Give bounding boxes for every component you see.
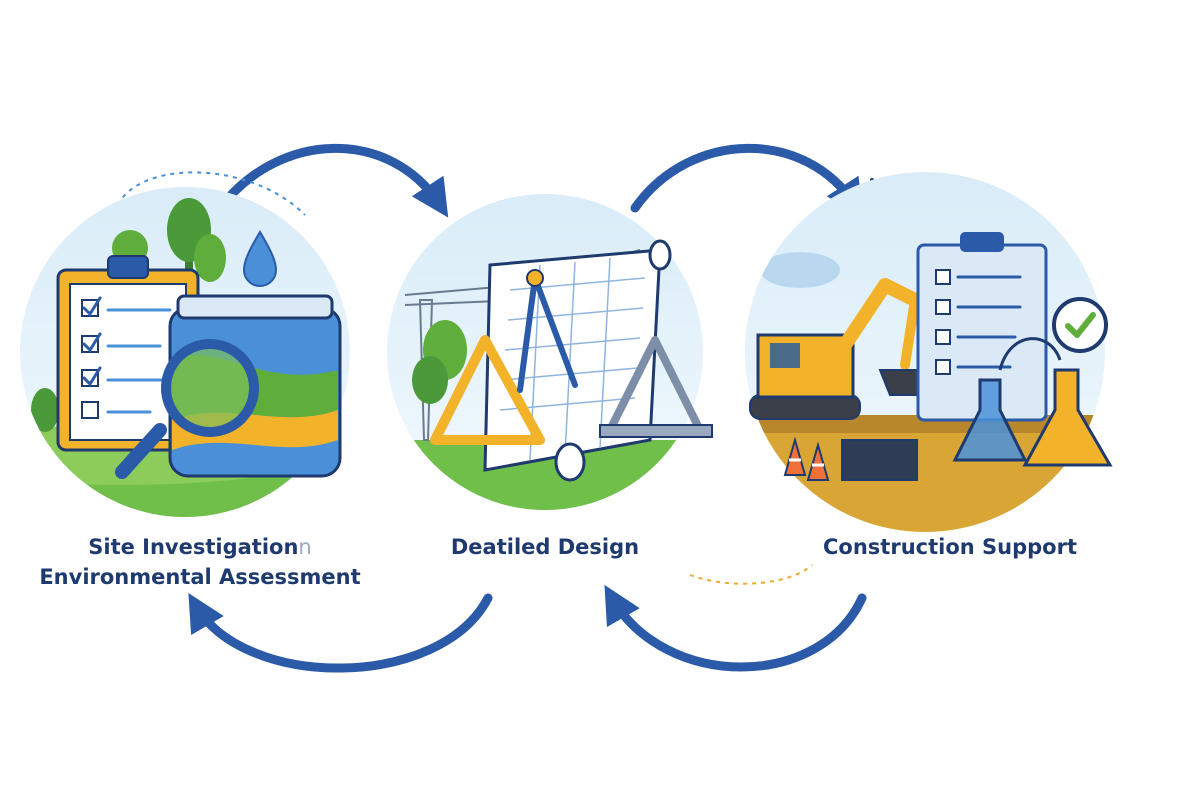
step-1-label-ghost-text: n bbox=[298, 535, 312, 559]
arrow-step2-to-step3 bbox=[630, 143, 864, 218]
triangle-ruler-icon bbox=[430, 335, 713, 445]
step-3-label: Construction Support bbox=[823, 535, 1077, 559]
dotted-connector-top bbox=[117, 171, 306, 216]
step-1-label-line2: Environmental Assessment bbox=[39, 565, 361, 589]
cycle-arrows bbox=[117, 143, 874, 673]
tree-icon bbox=[31, 198, 226, 432]
drafting-compass-icon bbox=[517, 269, 578, 393]
lab-flask-icon bbox=[952, 337, 1113, 467]
step-2-label: Deatiled Design bbox=[450, 535, 640, 559]
step-1-illustration bbox=[20, 187, 350, 517]
arrow-step2-to-step1 bbox=[188, 592, 493, 673]
dotted-connector-bottom bbox=[689, 564, 813, 585]
clipboard-checklist-icon bbox=[56, 255, 200, 452]
step-1-label: Site Investigationn Environmental Assess… bbox=[20, 532, 380, 592]
materials-block-icon bbox=[841, 439, 918, 481]
water-drop-icon bbox=[242, 230, 278, 287]
traffic-cone-icon bbox=[783, 436, 830, 481]
clipboard-checklist-icon bbox=[916, 232, 1048, 422]
checkmark-badge-icon bbox=[1052, 297, 1108, 353]
step-1-label-line1: Site Investigation bbox=[88, 535, 299, 559]
step-3-illustration bbox=[745, 172, 1113, 532]
magnifying-glass-icon bbox=[115, 339, 259, 479]
arrow-step3-to-step2 bbox=[604, 584, 867, 672]
arrow-step1-to-step2 bbox=[215, 143, 449, 218]
excavator-icon bbox=[749, 278, 937, 420]
step-2-illustration bbox=[387, 194, 713, 510]
